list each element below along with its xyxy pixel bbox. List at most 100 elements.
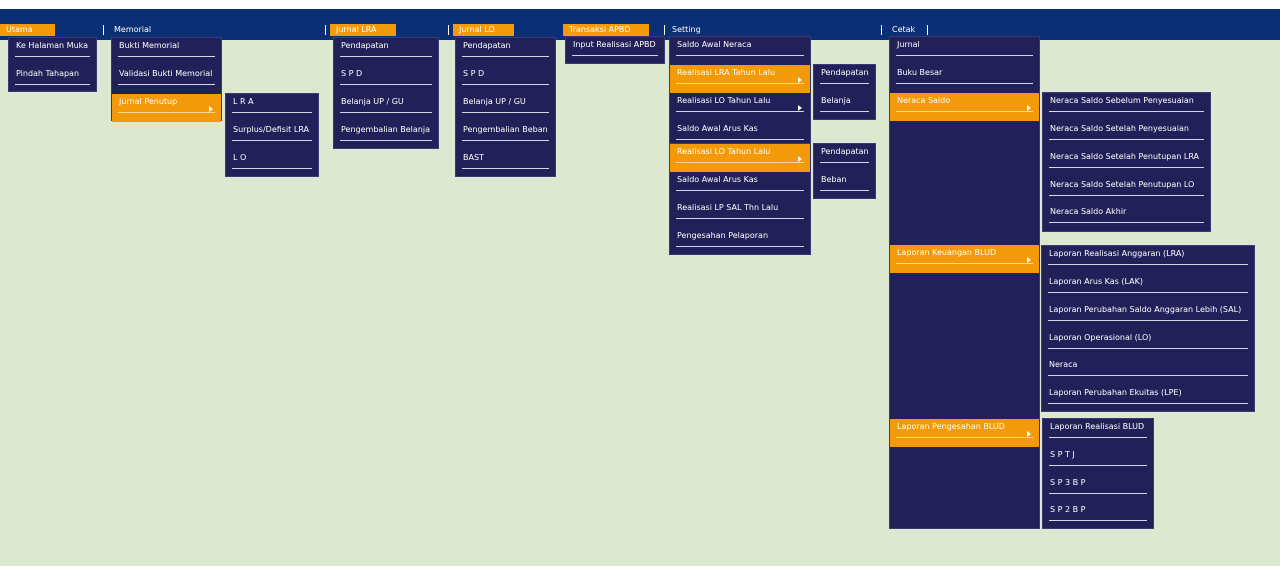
menu-item-neraca-saldo-akhir[interactable]: Neraca Saldo Akhir — [1043, 204, 1210, 232]
cetak-dropdown: Jurnal Buku Besar Neraca Saldo Laporan K… — [889, 36, 1040, 529]
menu-setting[interactable]: Setting — [672, 25, 701, 34]
menu-item-label: Validasi Bukti Memorial — [119, 69, 213, 78]
menu-item-lra[interactable]: L R A — [226, 94, 318, 122]
menu-item-pengembalian-beban[interactable]: Pengembalian Beban — [456, 122, 555, 150]
menu-utama[interactable]: Utama — [0, 24, 55, 36]
menu-item-label: Neraca Saldo Akhir — [1050, 207, 1127, 216]
menu-item-neraca-saldo-setelah-penyesuaian[interactable]: Neraca Saldo Setelah Penyesuaian — [1043, 121, 1210, 149]
menu-item-label: Belanja UP / GU — [463, 97, 526, 106]
lra-tahun-lalu-submenu: Pendapatan Belanja — [813, 64, 876, 120]
divider — [1049, 167, 1204, 168]
divider — [462, 56, 549, 57]
divider — [1049, 195, 1204, 196]
divider — [118, 84, 215, 85]
menu-item-realisasi-lp-sal-thn-lalu[interactable]: Realisasi LP SAL Thn Lalu — [670, 200, 810, 228]
divider — [462, 84, 549, 85]
menu-item-realisasi-lra-tahun-lalu[interactable]: Realisasi LRA Tahun Lalu — [670, 65, 810, 93]
menu-item-neraca-saldo-sebelum-penyesuaian[interactable]: Neraca Saldo Sebelum Penyesuaian — [1043, 93, 1210, 121]
menu-cetak[interactable]: Cetak — [892, 25, 916, 34]
menu-item-label: Belanja — [821, 96, 851, 105]
menu-item-bast[interactable]: BAST — [456, 150, 555, 178]
divider — [232, 140, 312, 141]
menu-item-sptj[interactable]: S P T J — [1043, 447, 1153, 475]
menu-item-belanja-up-gu[interactable]: Belanja UP / GU — [456, 94, 555, 122]
menu-item-validasi-bukti-memorial[interactable]: Validasi Bukti Memorial — [112, 66, 221, 94]
menu-item-laporan-arus-kas[interactable]: Laporan Arus Kas (LAK) — [1042, 274, 1254, 302]
menu-item-label: Neraca Saldo Sebelum Penyesuaian — [1050, 96, 1194, 105]
divider — [15, 56, 90, 57]
menu-jurnal-lra[interactable]: Jurnal LRA — [330, 24, 396, 36]
menu-item-label: Jurnal Penutup — [119, 97, 178, 106]
divider — [676, 190, 804, 191]
menu-item-neraca[interactable]: Neraca — [1042, 357, 1254, 385]
menu-item-label: Jurnal — [897, 40, 920, 49]
divider — [1049, 520, 1147, 521]
divider — [462, 168, 549, 169]
menu-item-surplus-defisit-lra[interactable]: Surplus/Defisit LRA — [226, 122, 318, 150]
menu-item-lo[interactable]: L O — [226, 150, 318, 178]
menu-item-label: Laporan Perubahan Ekuitas (LPE) — [1049, 388, 1182, 397]
menu-item-pendapatan[interactable]: Pendapatan — [814, 65, 875, 93]
menu-item-label: Neraca Saldo Setelah Penyesuaian — [1050, 124, 1189, 133]
menu-item-jurnal[interactable]: Jurnal — [890, 37, 1039, 65]
menu-item-pengesahan-pelaporan[interactable]: Pengesahan Pelaporan — [670, 228, 810, 256]
menu-item-spd[interactable]: S P D — [334, 66, 438, 94]
menu-item-pengembalian-belanja[interactable]: Pengembalian Belanja — [334, 122, 438, 150]
menu-item-spd[interactable]: S P D — [456, 66, 555, 94]
menu-item-realisasi-lo-tahun-lalu[interactable]: Realisasi LO Tahun Lalu — [670, 93, 810, 121]
menu-item-saldo-awal-arus-kas[interactable]: Saldo Awal Arus Kas — [670, 172, 810, 200]
menu-transaksi-apbd[interactable]: Transaksi APBD — [563, 24, 649, 36]
menu-item-belanja-up-gu[interactable]: Belanja UP / GU — [334, 94, 438, 122]
divider — [462, 140, 549, 141]
menu-item-label: Laporan Perubahan Saldo Anggaran Lebih (… — [1049, 305, 1242, 314]
lo-tahun-lalu-submenu: Pendapatan Beban — [813, 143, 876, 199]
divider — [118, 56, 215, 57]
menu-item-neraca-saldo-setelah-penutupan-lra[interactable]: Neraca Saldo Setelah Penutupan LRA — [1043, 149, 1210, 177]
menu-item-laporan-realisasi-blud[interactable]: Laporan Realisasi BLUD — [1043, 419, 1153, 447]
menu-item-label: Neraca Saldo — [897, 96, 951, 105]
menu-item-saldo-awal-arus-kas[interactable]: Saldo Awal Arus Kas — [670, 121, 810, 149]
menu-item-laporan-operasional[interactable]: Laporan Operasional (LO) — [1042, 330, 1254, 358]
menu-item-saldo-awal-neraca[interactable]: Saldo Awal Neraca — [670, 37, 810, 65]
menu-memorial[interactable]: Memorial — [114, 25, 152, 34]
menu-item-pendapatan[interactable]: Pendapatan — [814, 144, 875, 172]
menu-item-ke-halaman-muka[interactable]: Ke Halaman Muka — [9, 38, 96, 66]
menu-item-beban[interactable]: Beban — [814, 172, 875, 200]
menu-item-realisasi-lo-tahun-lalu[interactable]: Realisasi LO Tahun Lalu — [670, 144, 810, 172]
divider — [896, 111, 1033, 112]
divider — [676, 162, 804, 163]
divider — [676, 55, 804, 56]
menu-item-label: S P D — [341, 69, 363, 78]
menu-item-laporan-perubahan-sal[interactable]: Laporan Perubahan Saldo Anggaran Lebih (… — [1042, 302, 1254, 330]
menu-item-laporan-keuangan-blud[interactable]: Laporan Keuangan BLUD — [890, 245, 1039, 273]
menu-item-laporan-perubahan-ekuitas[interactable]: Laporan Perubahan Ekuitas (LPE) — [1042, 385, 1254, 413]
menu-item-belanja[interactable]: Belanja — [814, 93, 875, 121]
divider — [1048, 264, 1248, 265]
menu-item-label: Laporan Realisasi BLUD — [1050, 422, 1145, 431]
menu-item-bukti-memorial[interactable]: Bukti Memorial — [112, 38, 221, 66]
divider — [820, 162, 869, 163]
menu-item-neraca-saldo-setelah-penutupan-lo[interactable]: Neraca Saldo Setelah Penutupan LO — [1043, 177, 1210, 205]
menu-item-sp3bp[interactable]: S P 3 B P — [1043, 475, 1153, 503]
menu-item-sp2bp[interactable]: S P 2 B P — [1043, 502, 1153, 530]
divider — [676, 246, 804, 247]
menu-item-laporan-realisasi-anggaran[interactable]: Laporan Realisasi Anggaran (LRA) — [1042, 246, 1254, 274]
divider — [676, 83, 804, 84]
divider — [1048, 292, 1248, 293]
menu-item-neraca-saldo[interactable]: Neraca Saldo — [890, 93, 1039, 121]
memorial-dropdown: Bukti Memorial Validasi Bukti Memorial J… — [111, 37, 222, 122]
menu-item-pendapatan[interactable]: Pendapatan — [334, 38, 438, 66]
divider — [1049, 111, 1204, 112]
menu-item-buku-besar[interactable]: Buku Besar — [890, 65, 1039, 93]
menu-item-jurnal-penutup[interactable]: Jurnal Penutup — [112, 94, 221, 122]
divider — [820, 190, 869, 191]
menu-item-pindah-tahapan[interactable]: Pindah Tahapan — [9, 66, 96, 94]
menu-item-laporan-pengesahan-blud[interactable]: Laporan Pengesahan BLUD — [890, 419, 1039, 447]
divider — [896, 83, 1033, 84]
divider — [820, 111, 869, 112]
menu-item-label: Pengembalian Belanja — [341, 125, 430, 134]
menu-item-input-realisasi-apbd[interactable]: Input Realisasi APBD — [566, 37, 664, 65]
menu-item-pendapatan[interactable]: Pendapatan — [456, 38, 555, 66]
menu-jurnal-lo[interactable]: Jurnal LO — [453, 24, 514, 36]
menu-item-label: BAST — [463, 153, 484, 162]
